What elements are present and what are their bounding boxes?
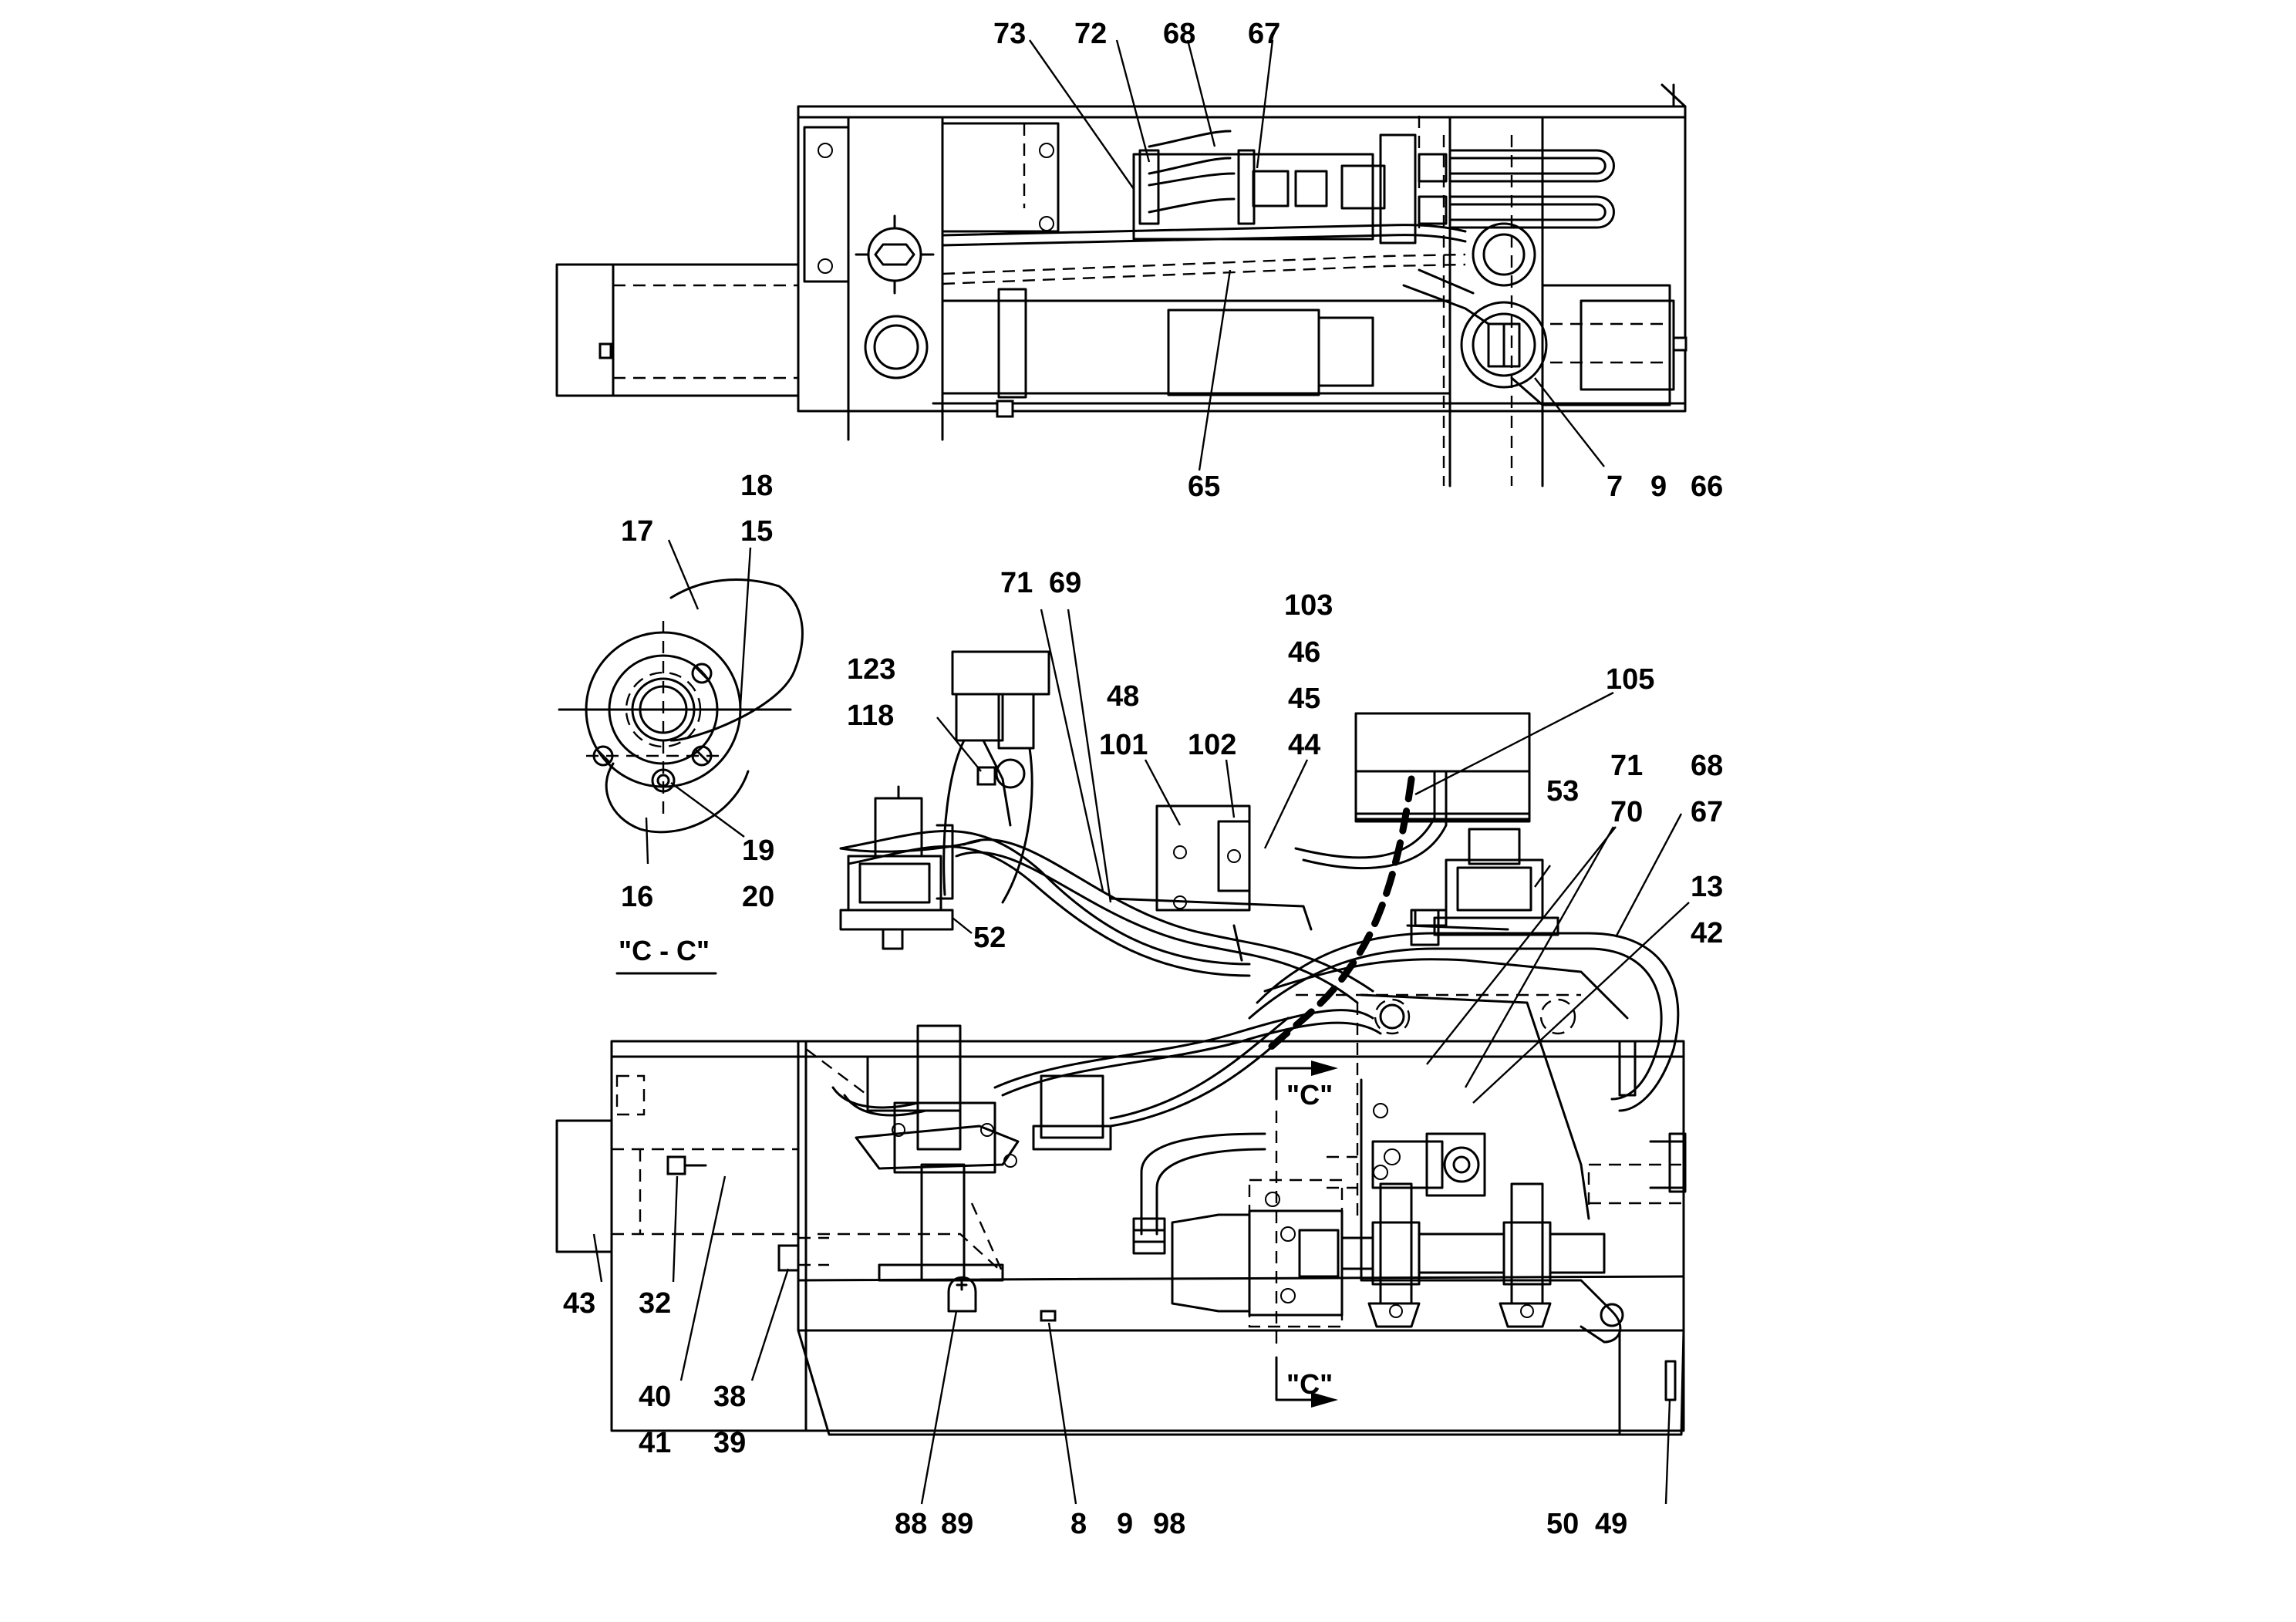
callout-17: 17 [621, 515, 653, 548]
callout-71-upper: 71 [1000, 567, 1033, 599]
top-view [555, 83, 1687, 487]
callout-39: 39 [713, 1427, 746, 1459]
main-view-leaders [592, 609, 1690, 1505]
callout-19: 19 [742, 835, 774, 867]
callout-18: 18 [740, 470, 773, 502]
callout-45: 45 [1288, 683, 1320, 715]
callout-41: 41 [639, 1427, 671, 1459]
callout-15: 15 [740, 515, 773, 548]
callout-71-right: 71 [1610, 750, 1643, 782]
main-view: "C" "C" [555, 650, 1687, 1436]
callout-9: 9 [1650, 470, 1667, 503]
callout-43: 43 [563, 1287, 595, 1320]
callout-70: 70 [1610, 796, 1643, 828]
callout-32: 32 [639, 1287, 671, 1320]
callout-16: 16 [621, 881, 653, 913]
callout-88: 88 [895, 1508, 927, 1540]
callout-13: 13 [1691, 871, 1723, 903]
callout-65: 65 [1188, 470, 1220, 503]
callout-103: 103 [1284, 589, 1333, 622]
callout-72: 72 [1074, 18, 1107, 50]
callout-67-right: 67 [1691, 796, 1723, 828]
callout-66: 66 [1691, 470, 1723, 503]
callout-40: 40 [639, 1381, 671, 1413]
callout-101: 101 [1099, 729, 1148, 761]
main-view-labels: 71 69 123 118 103 46 45 44 48 101 102 10… [563, 567, 1723, 1540]
section-marker-upper: "C" [1286, 1079, 1333, 1111]
callout-105: 105 [1606, 663, 1654, 696]
callout-42: 42 [1691, 917, 1723, 949]
callout-52: 52 [973, 922, 1006, 954]
top-view-labels: 73 72 68 67 65 7 9 66 [993, 18, 1723, 503]
callout-73: 73 [993, 18, 1026, 50]
callout-48: 48 [1107, 680, 1139, 713]
callout-8: 8 [1070, 1508, 1087, 1540]
callout-123: 123 [847, 653, 895, 686]
callout-68-right: 68 [1691, 750, 1723, 782]
callout-89: 89 [941, 1508, 973, 1540]
section-marker-lower: "C" [1286, 1368, 1333, 1400]
callout-102: 102 [1188, 729, 1236, 761]
callout-44: 44 [1288, 729, 1320, 761]
section-title: "C - C" [619, 935, 710, 966]
callout-68: 68 [1163, 18, 1195, 50]
callout-46: 46 [1288, 636, 1320, 669]
callout-49: 49 [1595, 1508, 1627, 1540]
callout-53: 53 [1546, 775, 1579, 808]
callout-118: 118 [847, 700, 894, 732]
section-c-c-view: 18 15 17 19 20 16 "C - C" [558, 470, 804, 975]
callout-9-bottom: 9 [1117, 1508, 1133, 1540]
callout-67: 67 [1248, 18, 1280, 50]
callout-69: 69 [1049, 567, 1081, 599]
callout-38: 38 [713, 1381, 746, 1413]
callout-20: 20 [742, 881, 774, 913]
callout-50: 50 [1546, 1508, 1579, 1540]
callout-98: 98 [1153, 1508, 1185, 1540]
callout-7: 7 [1607, 470, 1623, 503]
